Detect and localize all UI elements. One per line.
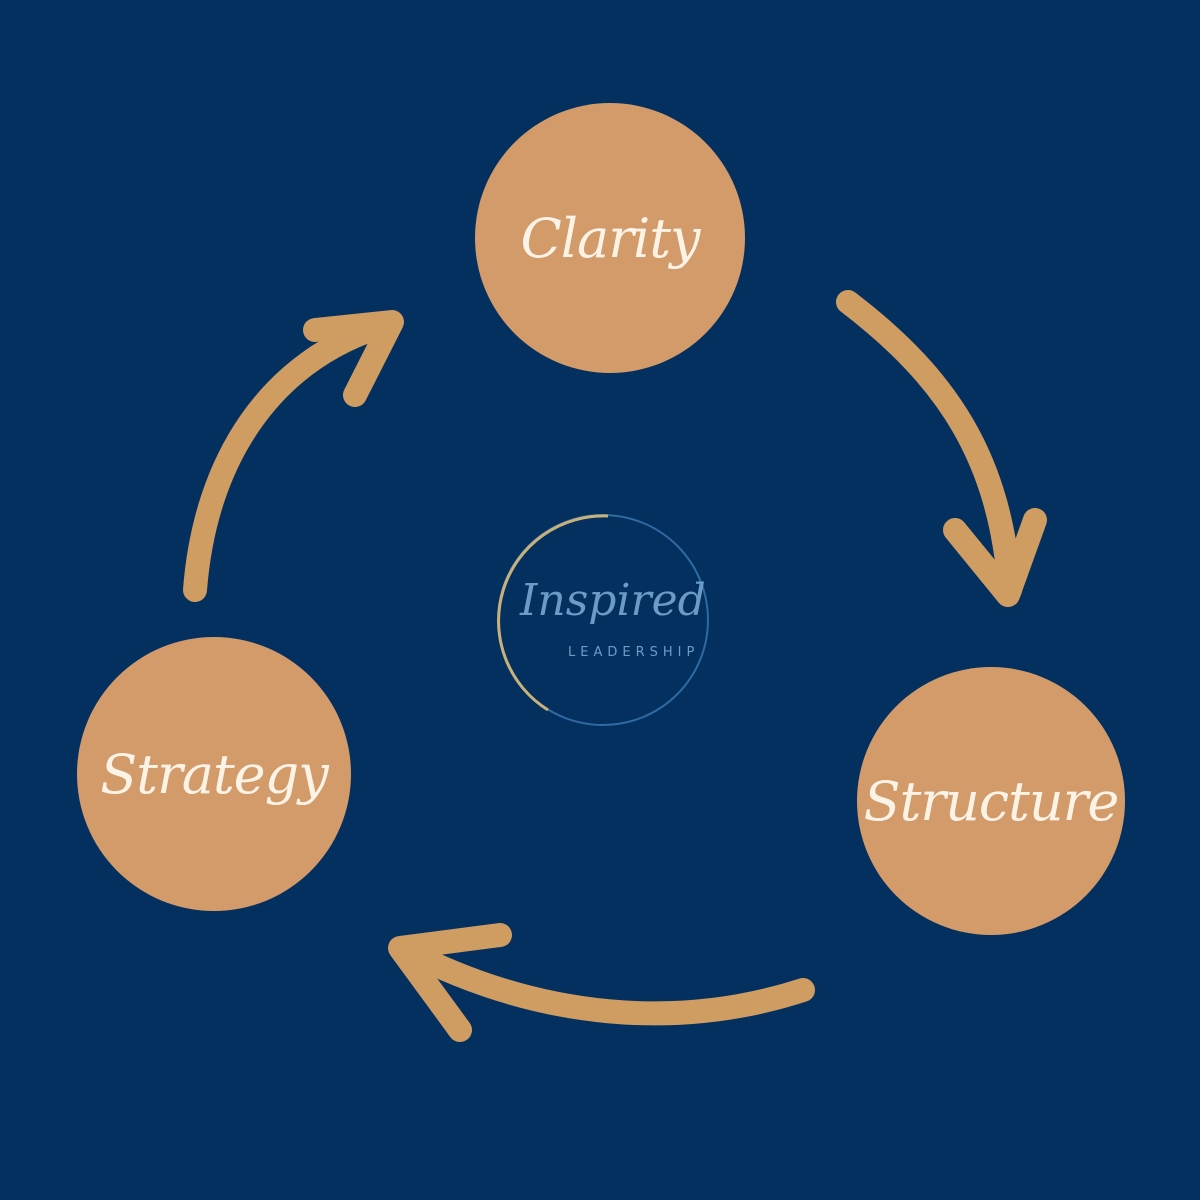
logo-ring: [497, 514, 709, 726]
arrow-strategy-to-clarity: [183, 313, 397, 602]
node-clarity: Clarity: [475, 103, 745, 373]
arrow-structure-to-strategy-head: [388, 923, 512, 1042]
logo-script-text: Inspired: [520, 575, 706, 626]
arrow-clarity-to-structure-head: [943, 508, 1047, 607]
logo-subtitle: LEADERSHIP: [568, 645, 700, 660]
node-strategy-label: Strategy: [100, 742, 328, 806]
arrow-structure-to-strategy: [393, 938, 815, 1026]
arrow-strategy-to-clarity-head: [303, 310, 404, 407]
node-clarity-label: Clarity: [520, 206, 700, 270]
node-structure: Structure: [857, 667, 1125, 935]
node-strategy: Strategy: [77, 637, 351, 911]
arrow-clarity-to-structure: [836, 290, 1022, 602]
node-structure-label: Structure: [863, 769, 1120, 833]
